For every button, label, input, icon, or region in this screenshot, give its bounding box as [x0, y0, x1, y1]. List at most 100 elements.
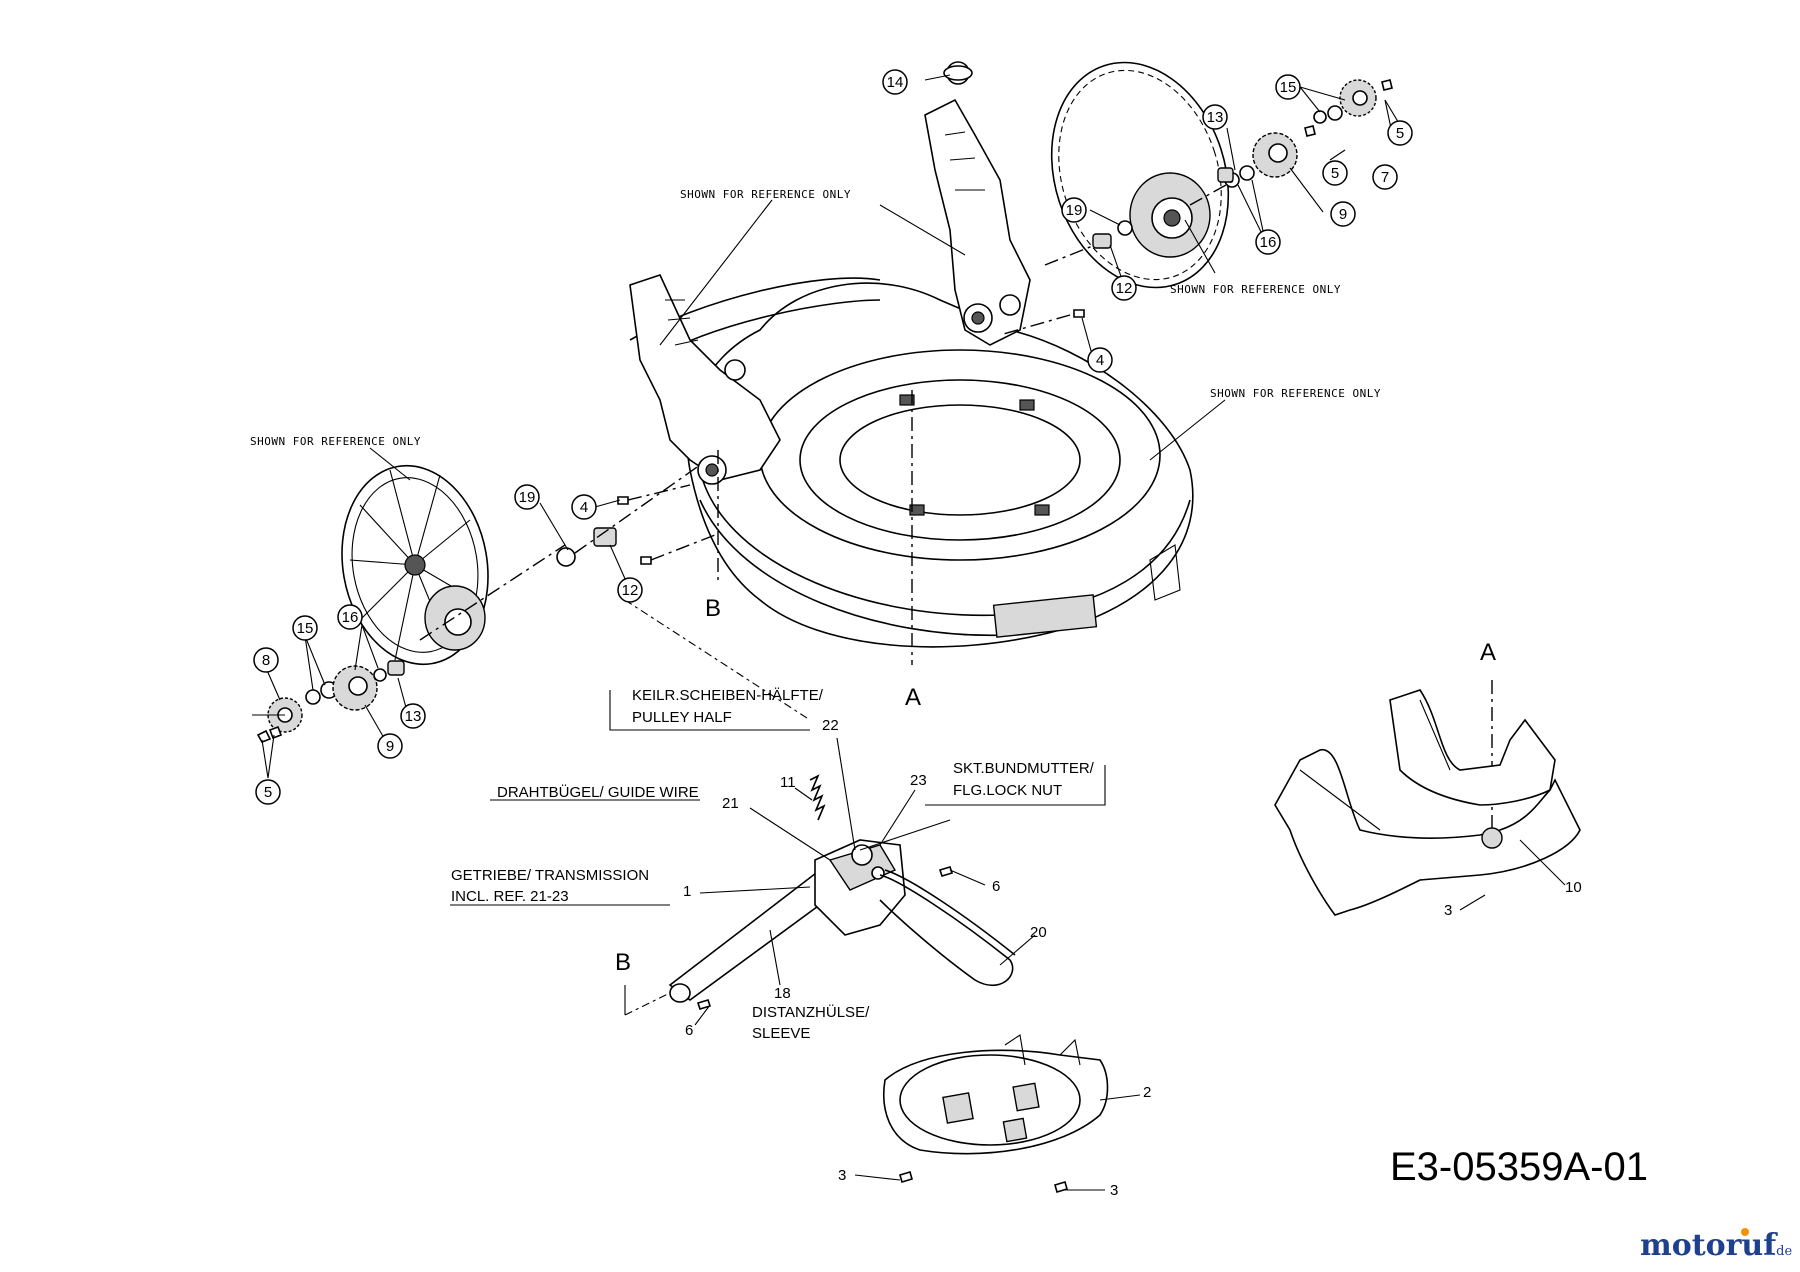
- callout-bubble-c13l: 13: [400, 703, 426, 729]
- callout-1: 1: [683, 883, 691, 900]
- callout-bubble-circle: [1275, 74, 1301, 100]
- section-marks: B A A B: [615, 595, 1496, 976]
- left-gear-hardware: [252, 544, 566, 743]
- transmission-assembly: [668, 774, 1016, 1010]
- callout-bubble-c15r: 15: [1275, 74, 1301, 100]
- callout-21: 21: [722, 795, 739, 812]
- callout-bubble-c5r1: 5: [1387, 120, 1413, 146]
- callout-bubble-number: 5: [264, 784, 272, 801]
- right-gear-hardware: [1044, 79, 1393, 266]
- callout-bubble-number: 14: [887, 74, 904, 91]
- section-mark-b: B: [705, 595, 721, 622]
- label-pulley-half-en: PULLEY HALF: [632, 709, 732, 726]
- callout-bubble-number: 9: [386, 738, 394, 755]
- callout-bubble-number: 15: [1280, 79, 1297, 96]
- callout-11: 11: [780, 774, 796, 791]
- callout-bubble-number: 8: [262, 652, 270, 669]
- drawing-code: E3-05359A-01: [1390, 1145, 1648, 1189]
- callout-bubble-number: 16: [1260, 234, 1277, 251]
- left-wheel: [341, 464, 489, 666]
- right-height-bracket: [924, 98, 1031, 346]
- callout-bubble-c9r: 9: [1330, 201, 1356, 227]
- callout-3-left: 3: [838, 1167, 846, 1184]
- callout-10: 10: [1565, 879, 1582, 896]
- rear-cover-part: [1274, 689, 1581, 916]
- ref-note-left-bracket: SHOWN FOR REFERENCE ONLY: [680, 188, 851, 201]
- callout-bubble-c19l: 19: [514, 484, 540, 510]
- label-sleeve-en: SLEEVE: [752, 1025, 810, 1042]
- callout-bubble-circle: [882, 69, 908, 95]
- callout-bubble-circle: [1111, 275, 1137, 301]
- callout-bubble-number: 15: [297, 620, 314, 637]
- callout-bubble-circle: [1330, 201, 1356, 227]
- circled-callouts: 14 13 15 5 5 7 9 16 19 12 4 19 4 12 15 16 8 13 9 5: [253, 69, 1413, 805]
- watermark-suffix: .de: [1772, 1244, 1792, 1259]
- callout-bubble-number: 7: [1381, 169, 1389, 186]
- callout-bubble-circle: [337, 604, 363, 630]
- callout-bubble-c13r: 13: [1202, 104, 1228, 130]
- callout-bubble-circle: [571, 494, 597, 520]
- callout-bubble-circle: [617, 577, 643, 603]
- callout-18: 18: [774, 985, 791, 1002]
- callout-bubble-circle: [255, 779, 281, 805]
- callout-bubble-c4l: 4: [571, 494, 597, 520]
- callout-bubble-circle: [1061, 197, 1087, 223]
- callout-bubble-number: 12: [1116, 280, 1133, 297]
- section-mark-a-cover: A: [1480, 639, 1496, 666]
- callout-bubble-c9l: 9: [377, 733, 403, 759]
- section-mark-a: A: [905, 684, 921, 711]
- ref-note-deck: SHOWN FOR REFERENCE ONLY: [1210, 387, 1381, 400]
- callout-bubble-circle: [1322, 160, 1348, 186]
- reference-notes: SHOWN FOR REFERENCE ONLY SHOWN FOR REFER…: [250, 188, 1381, 448]
- ref-note-right-bracket: SHOWN FOR REFERENCE ONLY: [1170, 283, 1341, 296]
- callout-bubble-c5r2: 5: [1322, 160, 1348, 186]
- callout-bubble-circle: [1087, 347, 1113, 373]
- callout-22: 22: [822, 717, 839, 734]
- plain-callouts: 22 11 23 21 1 6 20 18 6 10 3 2 3 3: [683, 717, 1582, 1199]
- callout-bubble-circle: [253, 647, 279, 673]
- label-pulley-half-de: KEILR.SCHEIBEN-HÄLFTE/: [632, 687, 824, 704]
- callout-bubble-number: 19: [519, 489, 536, 506]
- leader-lines: [261, 74, 1566, 1191]
- callout-23: 23: [910, 772, 927, 789]
- callout-bubble-c12r: 12: [1111, 275, 1137, 301]
- label-transmission: GETRIEBE/ TRANSMISSION: [451, 867, 649, 884]
- callout-3-cover: 3: [1444, 902, 1452, 919]
- callout-bubble-number: 4: [1096, 352, 1104, 369]
- section-lines: [624, 390, 1493, 1016]
- callout-bubble-number: 9: [1339, 206, 1347, 223]
- ref-note-left-wheel: SHOWN FOR REFERENCE ONLY: [250, 435, 421, 448]
- left-height-bracket: [629, 274, 781, 485]
- callout-bubble-c16r: 16: [1255, 229, 1281, 255]
- callout-bubble-c5l: 5: [255, 779, 281, 805]
- watermark-logo: motoruf .de: [1640, 1228, 1792, 1263]
- callout-20: 20: [1030, 924, 1047, 941]
- left-axle-parts: [556, 464, 716, 567]
- callout-bubble-c7: 7: [1372, 164, 1398, 190]
- label-sleeve-de: DISTANZHÜLSE/: [752, 1003, 870, 1021]
- callout-3-right: 3: [1110, 1182, 1118, 1199]
- label-transmission-incl: INCL. REF. 21-23: [451, 888, 569, 905]
- base-plate-part: [883, 1034, 1109, 1193]
- callout-bubble-c8: 8: [253, 647, 279, 673]
- callout-bubble-c15l: 15: [292, 615, 318, 641]
- callout-bubble-number: 13: [1207, 109, 1224, 126]
- mower-deck: [629, 277, 1194, 648]
- watermark-dot: [1741, 1228, 1749, 1236]
- callout-bubble-number: 12: [622, 582, 639, 599]
- callout-bubble-c4r: 4: [1087, 347, 1113, 373]
- callout-bubble-number: 16: [342, 609, 359, 626]
- callout-bubble-circle: [377, 733, 403, 759]
- callout-bubble-c19r: 19: [1061, 197, 1087, 223]
- callout-2: 2: [1143, 1084, 1151, 1101]
- callout-bubble-circle: [1255, 229, 1281, 255]
- callout-bubble-number: 13: [405, 708, 422, 725]
- callout-bubble-number: 5: [1396, 125, 1404, 142]
- right-axle-parts: [943, 61, 1085, 336]
- right-wheel: [1050, 61, 1230, 289]
- callout-bubble-circle: [1372, 164, 1398, 190]
- label-guide-wire: DRAHTBÜGEL/ GUIDE WIRE: [497, 783, 699, 801]
- section-mark-b-shaft: B: [615, 949, 631, 976]
